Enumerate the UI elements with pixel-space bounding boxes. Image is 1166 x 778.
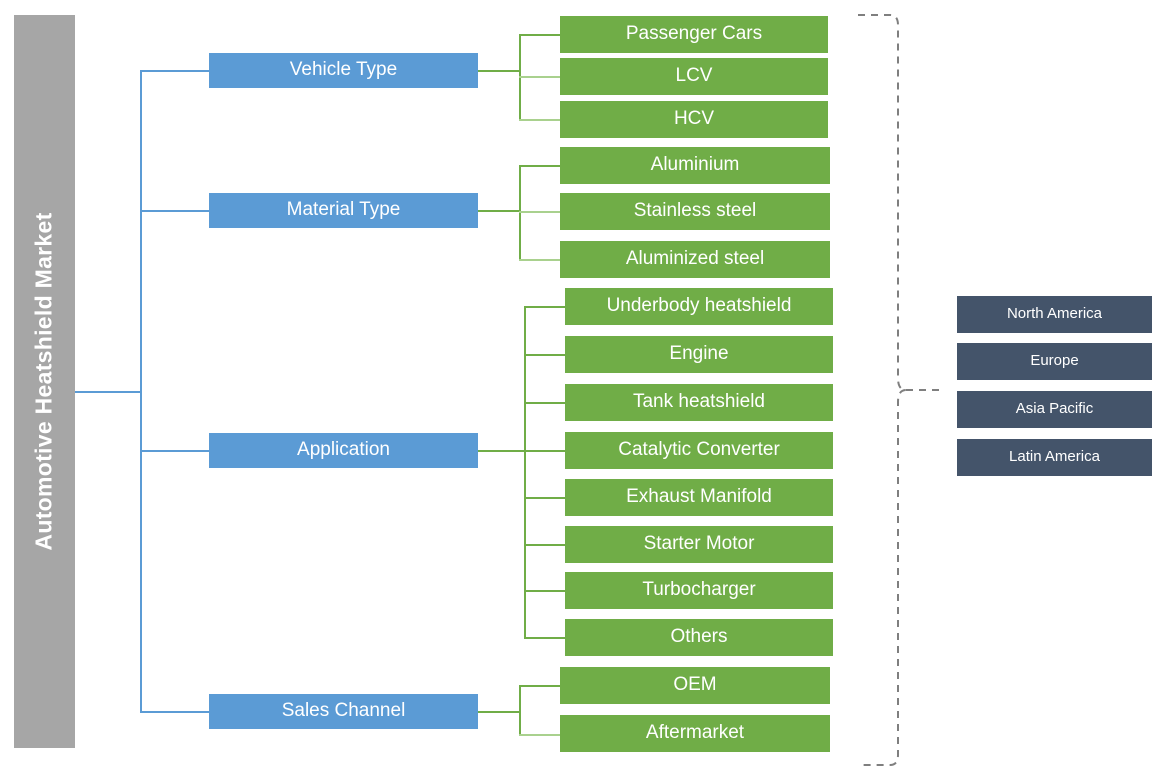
connector-green-spine-1 xyxy=(519,166,521,261)
connector-green-branch-2-3 xyxy=(524,450,566,452)
connector-blue-branch-2 xyxy=(140,450,210,452)
root-market-bar: Automotive Heatshield Market xyxy=(14,15,75,748)
subitem-box-catalytic-converter[interactable]: Catalytic Converter xyxy=(565,432,833,469)
subitem-box-turbocharger[interactable]: Turbocharger xyxy=(565,572,833,609)
subitem-box-aluminized-steel[interactable]: Aluminized steel xyxy=(560,241,830,278)
connector-green-branch-0-2 xyxy=(519,119,561,121)
subitem-label: Turbocharger xyxy=(642,579,756,601)
connector-green-branch-1-2 xyxy=(519,259,561,261)
connector-green-branch-0-1 xyxy=(519,76,561,78)
region-box-asia-pacific[interactable]: Asia Pacific xyxy=(957,391,1152,428)
category-box-material-type[interactable]: Material Type xyxy=(209,193,478,228)
subitem-label: Catalytic Converter xyxy=(618,439,780,461)
bracket-path xyxy=(858,14,907,766)
subitem-label: Aluminized steel xyxy=(625,248,765,270)
subitem-label: Passenger Cars xyxy=(625,23,763,45)
subitem-box-hcv[interactable]: HCV xyxy=(560,101,828,138)
connector-green-branch-2-1 xyxy=(524,354,566,356)
category-box-application[interactable]: Application xyxy=(209,433,478,468)
connector-green-branch-2-2 xyxy=(524,402,566,404)
subitem-box-passenger-cars[interactable]: Passenger Cars xyxy=(560,16,828,53)
connector-root-stem xyxy=(75,391,141,393)
connector-green-branch-1-1 xyxy=(519,211,561,213)
connector-green-branch-1-0 xyxy=(519,165,561,167)
subitem-box-underbody-heatshield[interactable]: Underbody heatshield xyxy=(565,288,833,325)
subitem-box-starter-motor[interactable]: Starter Motor xyxy=(565,526,833,563)
connector-green-spine-2 xyxy=(524,307,526,637)
subitem-label: Others xyxy=(670,626,728,648)
region-box-north-america[interactable]: North America xyxy=(957,296,1152,333)
connector-green-branch-2-4 xyxy=(524,497,566,499)
region-label: North America xyxy=(1006,305,1103,323)
connector-blue-branch-0 xyxy=(140,70,210,72)
subitem-label: Aluminium xyxy=(650,154,740,176)
subitem-label: Tank heatshield xyxy=(632,391,766,413)
subitem-label: HCV xyxy=(673,108,715,130)
connector-green-branch-2-7 xyxy=(524,637,566,639)
subitem-box-exhaust-manifold[interactable]: Exhaust Manifold xyxy=(565,479,833,516)
category-label: Material Type xyxy=(286,199,401,221)
subitem-box-others[interactable]: Others xyxy=(565,619,833,656)
region-label: Asia Pacific xyxy=(1015,400,1094,418)
connector-green-stem-3 xyxy=(478,711,520,713)
region-box-europe[interactable]: Europe xyxy=(957,343,1152,380)
subitem-label: Engine xyxy=(669,343,729,365)
category-box-vehicle-type[interactable]: Vehicle Type xyxy=(209,53,478,88)
subitem-box-stainless-steel[interactable]: Stainless steel xyxy=(560,193,830,230)
category-box-sales-channel[interactable]: Sales Channel xyxy=(209,694,478,729)
category-label: Sales Channel xyxy=(281,700,406,722)
root-market-label: Automotive Heatshield Market xyxy=(31,212,58,551)
connector-green-branch-2-0 xyxy=(524,306,566,308)
subitem-label: LCV xyxy=(675,65,713,87)
connector-green-stem-0 xyxy=(478,70,520,72)
region-label: Latin America xyxy=(1009,448,1100,466)
subitem-label: Underbody heatshield xyxy=(606,295,792,317)
connector-green-branch-2-6 xyxy=(524,590,566,592)
connector-blue-branch-1 xyxy=(140,210,210,212)
connector-green-stem-2 xyxy=(478,450,525,452)
subitem-box-tank-heatshield[interactable]: Tank heatshield xyxy=(565,384,833,421)
subitem-label: Stainless steel xyxy=(633,200,757,222)
connector-blue-spine xyxy=(140,71,142,713)
region-label: Europe xyxy=(1030,352,1079,370)
subitem-box-aftermarket[interactable]: Aftermarket xyxy=(560,715,830,752)
connector-green-spine-3 xyxy=(519,686,521,736)
category-label: Application xyxy=(297,439,390,461)
subitem-label: Starter Motor xyxy=(643,533,755,555)
connector-green-branch-3-0 xyxy=(519,685,561,687)
subitem-box-lcv[interactable]: LCV xyxy=(560,58,828,95)
connector-green-branch-2-5 xyxy=(524,544,566,546)
subitem-box-engine[interactable]: Engine xyxy=(565,336,833,373)
subitem-label: Exhaust Manifold xyxy=(626,486,772,508)
category-label: Vehicle Type xyxy=(289,59,398,81)
subitem-label: Aftermarket xyxy=(645,722,745,744)
subitem-label: OEM xyxy=(673,674,717,696)
connector-green-branch-3-1 xyxy=(519,734,561,736)
connector-green-branch-0-0 xyxy=(519,34,561,36)
connector-green-stem-1 xyxy=(478,210,520,212)
connector-blue-branch-3 xyxy=(140,711,210,713)
region-box-latin-america[interactable]: Latin America xyxy=(957,439,1152,476)
subitem-box-aluminium[interactable]: Aluminium xyxy=(560,147,830,184)
subitem-box-oem[interactable]: OEM xyxy=(560,667,830,704)
